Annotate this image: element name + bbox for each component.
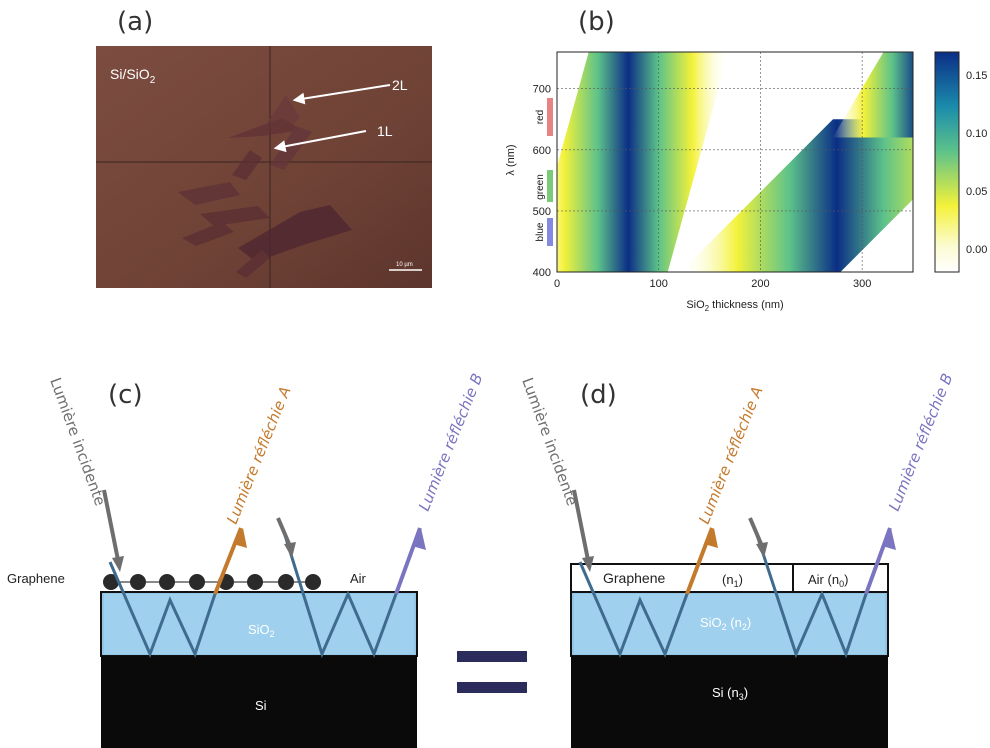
- graphene-label: Graphene: [7, 571, 65, 586]
- incident-arrow-d: [572, 489, 590, 561]
- si-layer: [101, 656, 417, 748]
- inner-path-b: [282, 531, 398, 659]
- sio2-label: SiO2: [248, 622, 275, 639]
- substrate-label: Si/SiO2: [110, 66, 156, 86]
- y-axis: 400 500 600 700: [533, 84, 551, 279]
- carbon-atom: [130, 574, 146, 590]
- scale-bar-label: 10 µm: [396, 262, 413, 268]
- heatmap-frame: [556, 51, 914, 273]
- panel-b: (b) 0 100 200 300 400 500 600 700 SiO2 thickne…: [505, 7, 987, 313]
- arrow-1l: [273, 130, 367, 153]
- panel-d-label: (d): [580, 380, 617, 410]
- graphene-flakes: [178, 95, 352, 278]
- colorbar-tick-label: 0.15: [966, 70, 987, 82]
- carbon-atom: [278, 574, 294, 590]
- n1-label: (n1): [722, 572, 743, 589]
- heatmap-ridge-3: [832, 52, 913, 138]
- sio2-label-d: SiO2 (n2): [700, 615, 751, 632]
- carbon-atom: [305, 574, 321, 590]
- incident-arrow-2-d: [748, 517, 764, 547]
- x-axis: 0 100 200 300: [554, 278, 871, 290]
- panel-a-label: (a): [117, 7, 153, 37]
- incident-arrowhead: [112, 556, 124, 572]
- reflected-a-label: Lumière réfléchie A: [223, 384, 295, 527]
- graphene-box: [570, 563, 794, 593]
- x-axis-label: SiO2 thickness (nm): [686, 299, 783, 313]
- colorbar-tick-label: 0.10: [966, 128, 987, 140]
- heatmap-ridge-2: [680, 119, 913, 272]
- carbon-atom: [103, 574, 119, 590]
- y-axis-label: λ (nm): [505, 144, 517, 175]
- panel-b-label: (b): [578, 7, 615, 37]
- heatmap-field: [557, 52, 913, 272]
- heatmap-grid: [557, 52, 913, 272]
- band-blue-marker: [547, 218, 553, 246]
- air-label: Air: [350, 571, 367, 586]
- inner-path-a: [108, 561, 217, 659]
- reflected-a-arrowhead: [233, 528, 247, 548]
- colorbar: [934, 51, 960, 273]
- si-label-d: Si (n3): [712, 685, 748, 702]
- label-2l: 2L: [392, 77, 408, 93]
- y-tick-label: 700: [533, 84, 551, 96]
- si-layer-d: [571, 656, 888, 748]
- incident-arrowhead-2: [284, 542, 296, 558]
- y-tick-label: 500: [533, 206, 551, 218]
- colorbar-tick-label: 0.00: [966, 244, 987, 256]
- arrow-2l: [292, 84, 391, 105]
- x-tick-label: 300: [853, 278, 871, 290]
- incident-label: Lumière incidente: [46, 375, 109, 508]
- colorbar-tick-label: 0.05: [966, 186, 987, 198]
- incident-arrowhead-d: [582, 556, 594, 572]
- band-red-marker: [547, 98, 553, 136]
- panel-d: (d) Graphene (n1) Air (n0) SiO2 (n2) Si …: [518, 371, 957, 748]
- x-tick-label: 200: [751, 278, 769, 290]
- equals-bar-bottom: [457, 682, 527, 693]
- reflected-b-label-d: Lumière réfléchie B: [885, 371, 957, 514]
- band-blue-label: blue: [535, 222, 546, 241]
- incident-arrowhead-2-d: [756, 542, 768, 558]
- panel-c-label: (c): [108, 380, 143, 410]
- carbon-atom: [159, 574, 175, 590]
- x-tick-label: 100: [650, 278, 668, 290]
- incident-arrow-2: [276, 517, 292, 547]
- carbon-atom: [189, 574, 205, 590]
- reflected-b-arrowhead-d: [882, 528, 896, 550]
- heatmap-ridge-1: [557, 52, 729, 272]
- band-red-label: red: [535, 110, 546, 124]
- reflected-a-label-d: Lumière réfléchie A: [695, 384, 767, 527]
- graphene-atoms: [103, 574, 321, 590]
- si-label: Si: [255, 698, 267, 713]
- carbon-atom: [247, 574, 263, 590]
- reflected-b-arrowhead: [412, 528, 426, 550]
- label-1l: 1L: [377, 123, 393, 139]
- air-label-d: Air (n0): [808, 572, 848, 589]
- x-tick-label: 0: [554, 278, 560, 290]
- inner-path-b-d: [754, 531, 868, 659]
- inner-path-a-d: [578, 561, 689, 659]
- reflected-b-label: Lumière réfléchie B: [415, 371, 487, 514]
- colorbar-ticks: 0.15 0.10 0.05 0.00: [966, 70, 987, 256]
- equals-bar-top: [457, 651, 527, 662]
- band-green-label: green: [535, 174, 546, 200]
- reflected-a-arrowhead-d: [704, 528, 718, 548]
- y-tick-label: 400: [533, 267, 551, 279]
- graphene-label-d: Graphene: [603, 570, 665, 586]
- panel-a: (a) Si/SiO2 2L 1L 10 µm: [96, 7, 432, 288]
- y-tick-label: 600: [533, 145, 551, 157]
- band-green-marker: [547, 170, 553, 202]
- panel-c: (c) SiO2 Si Graphene Air Lumière inciden…: [7, 371, 487, 748]
- incident-arrow: [102, 489, 120, 561]
- incident-label-d: Lumière incidente: [518, 375, 581, 508]
